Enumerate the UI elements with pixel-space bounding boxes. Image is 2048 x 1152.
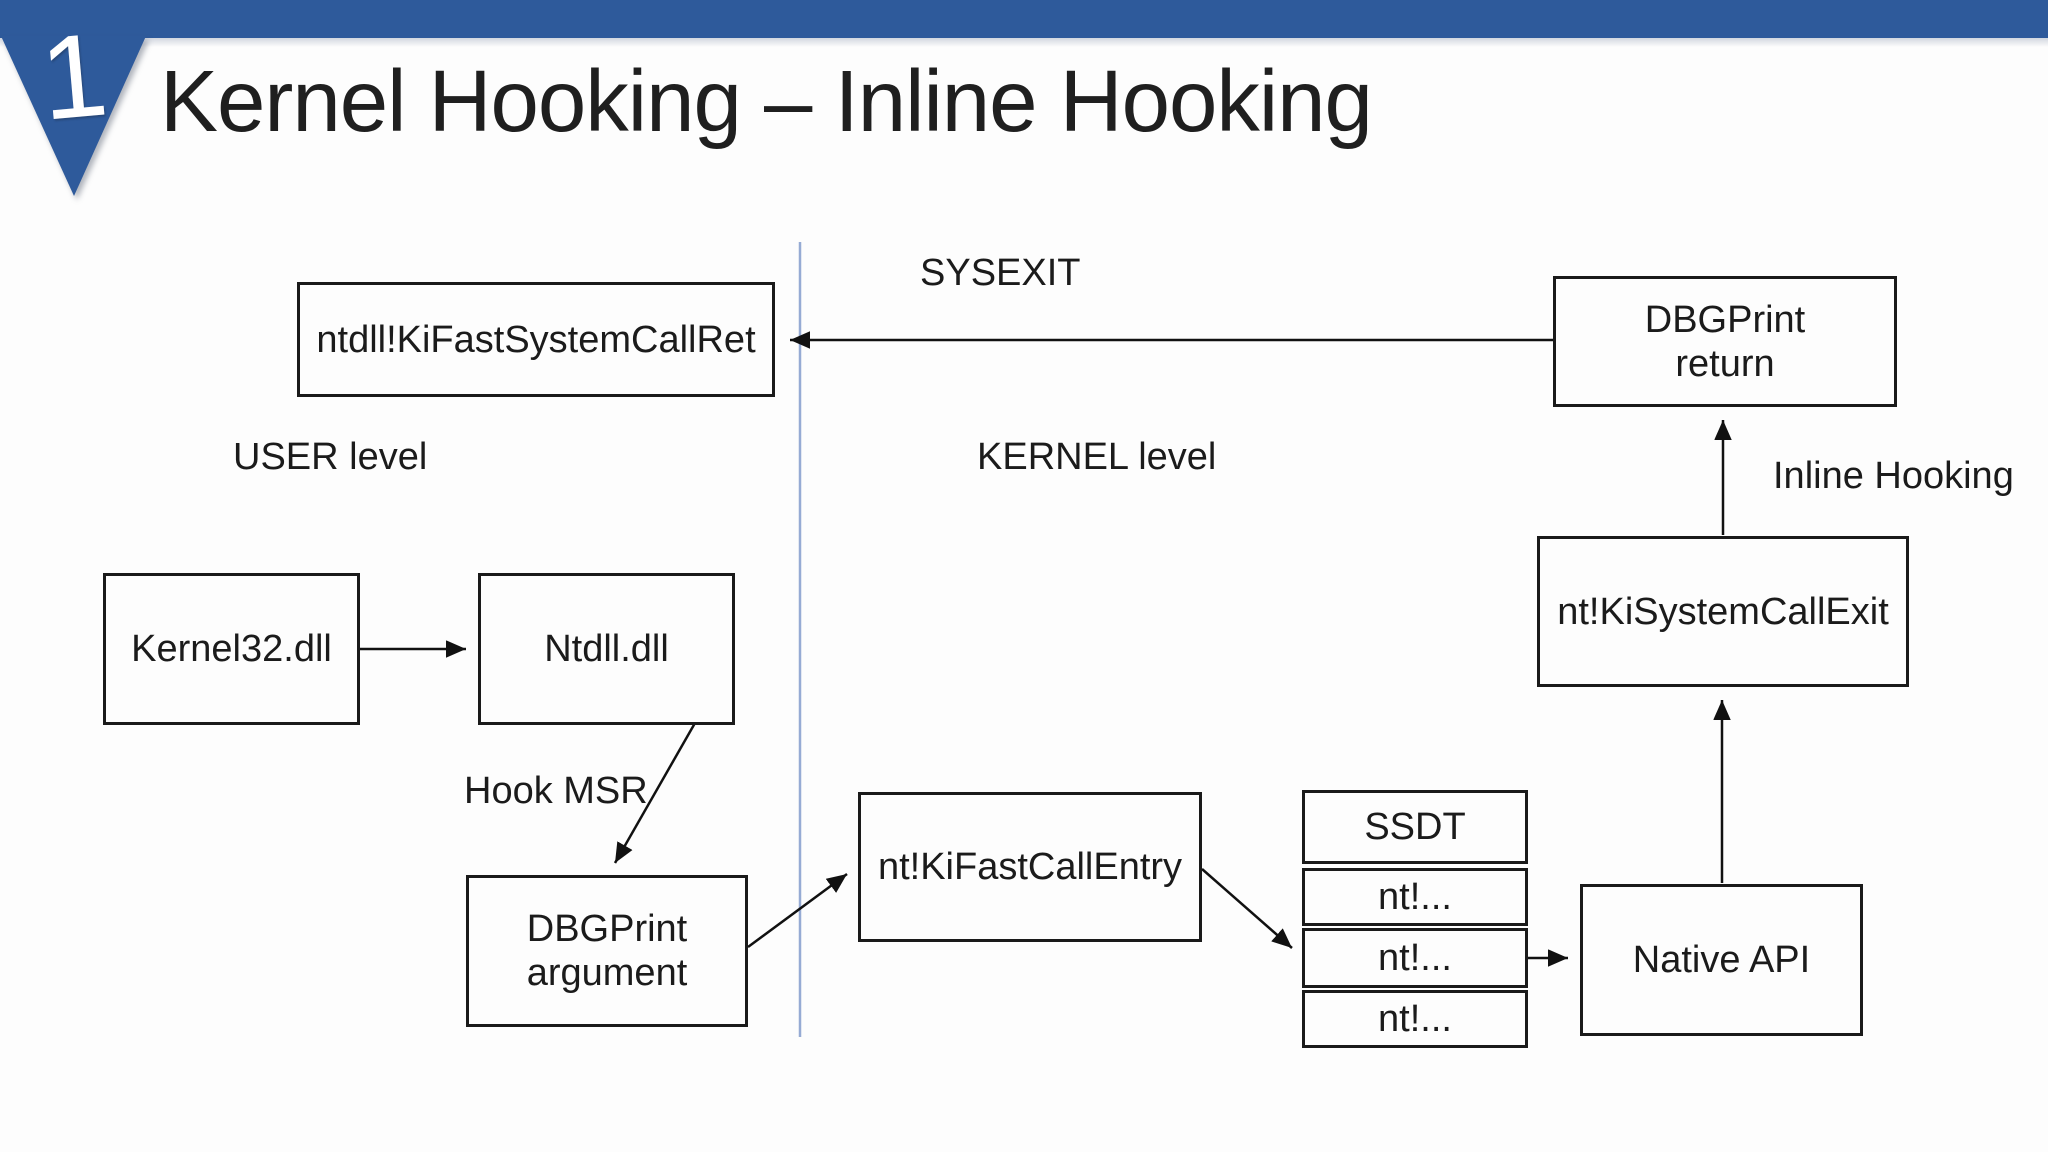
node-nt-kifastcallentry: nt!KiFastCallEntry [858,792,1202,942]
label-kernel-level: KERNEL level [977,436,1217,478]
node-label: SSDT [1364,806,1466,848]
header-bar [0,0,2048,38]
label-sysexit: SYSEXIT [920,252,1081,294]
node-label: nt!... [1378,998,1452,1040]
arrow-dbgprint-to-kifastcallentry [747,872,848,949]
node-label: nt!... [1378,876,1452,918]
node-kernel32-dll: Kernel32.dll [103,573,360,725]
node-ssdt-entry: nt!... [1302,928,1528,988]
node-label: Kernel32.dll [131,628,332,670]
node-label: DBGPrint return [1645,298,1805,386]
node-label: nt!KiSystemCallExit [1557,590,1889,633]
node-label: Native API [1632,939,1811,981]
node-label: ntdll!KiFastSystemCallRet [316,318,756,361]
node-label-line1: DBGPrint [526,908,688,950]
label-user-level: USER level [233,436,428,478]
label-hook-msr: Hook MSR [464,770,648,812]
label-inline-hooking: Inline Hooking [1773,455,2014,497]
header-bar-shadow [0,38,2048,47]
node-ntdll-kifastsystemcallret: ntdll!KiFastSystemCallRet [297,282,775,397]
page-title: Kernel Hooking – Inline Hooking [160,53,1373,150]
arrow-kifastcallentry-to-ssdt [1201,868,1293,949]
node-label-line1: DBGPrint [1644,298,1806,341]
node-ntdll-dll: Ntdll.dll [478,573,735,725]
node-native-api: Native API [1580,884,1863,1036]
node-label: DBGPrint argument [527,907,688,995]
node-dbgprint-return: DBGPrint return [1553,276,1897,407]
banner-triangle-icon [1,36,146,196]
node-label-line2: return [1675,342,1775,385]
node-label-line2: argument [526,952,688,994]
node-ssdt-header: SSDT [1302,790,1528,864]
slide-number-banner [0,36,150,202]
node-label: Ntdll.dll [544,628,669,670]
node-ssdt-entry: nt!... [1302,868,1528,926]
node-dbgprint-argument: DBGPrint argument [466,875,748,1027]
node-label: nt!KiFastCallEntry [877,846,1183,888]
node-label: nt!... [1378,937,1452,979]
node-ssdt-entry: nt!... [1302,990,1528,1048]
node-nt-kisystemcallexit: nt!KiSystemCallExit [1537,536,1909,687]
